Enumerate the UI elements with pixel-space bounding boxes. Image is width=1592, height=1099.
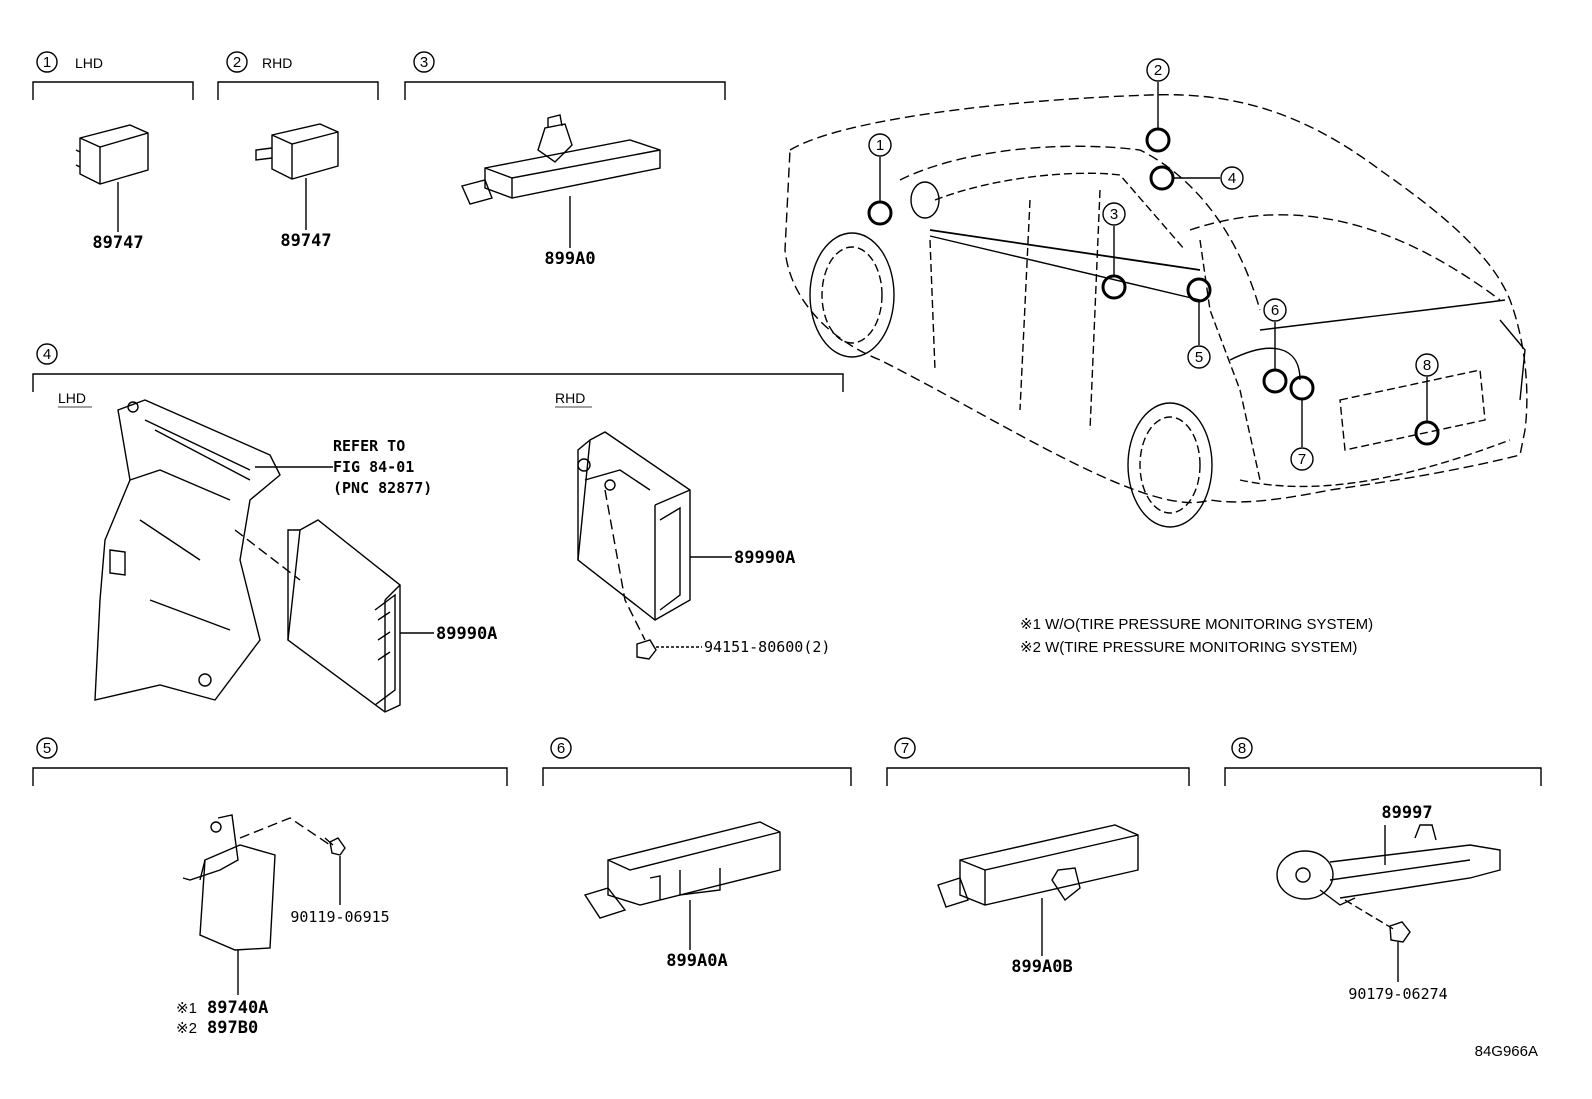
location-marker-2 <box>1145 127 1171 153</box>
car-callout-2: 2 <box>1154 62 1162 79</box>
callout-number-5: 5 <box>43 740 51 757</box>
part-number-897b0: 897B0 <box>207 1018 258 1038</box>
callout-circle-4 <box>36 343 58 365</box>
part-number-89747-rhd: 89747 <box>280 231 331 251</box>
part-mark-2: ※2 <box>176 1020 197 1037</box>
front-wheel <box>809 232 895 358</box>
group-8-bracket <box>1224 767 1542 786</box>
part-number-89747-lhd: 89747 <box>92 233 143 253</box>
ecu-89990a-rhd <box>577 431 691 621</box>
car-callout-7: 7 <box>1298 451 1306 468</box>
callout-circle-5 <box>36 737 58 759</box>
part-mark-1: ※1 <box>176 1000 197 1017</box>
nut-90179 <box>1389 921 1411 943</box>
note-2: ※2 W(TIRE PRESSURE MONITORING SYSTEM) <box>1020 639 1357 656</box>
callout-number-7: 7 <box>901 740 909 757</box>
nut-94151 <box>636 639 657 660</box>
antenna-899a0 <box>461 114 661 205</box>
group-1-bracket <box>32 81 194 100</box>
license-plate-area <box>1339 369 1486 451</box>
car-callout-3: 3 <box>1110 206 1118 223</box>
group-3-bracket <box>404 81 726 100</box>
part-number-899a0b: 899A0B <box>1011 957 1072 977</box>
group-4-lhd-label: LHD <box>58 390 86 406</box>
relay-89747-lhd <box>75 124 149 185</box>
side-mirror <box>910 181 940 219</box>
part-number-90119-06915: 90119-06915 <box>290 908 389 926</box>
tpms-receiver-89740a <box>182 814 276 951</box>
bracket-lhd <box>94 399 281 701</box>
group-4-bracket <box>32 373 844 392</box>
antenna-899a0b <box>937 824 1139 908</box>
group-1: 1 LHD 89747 <box>32 51 194 253</box>
car-callout-circle-8 <box>1415 353 1439 377</box>
part-number-89990a-lhd: 89990A <box>436 624 497 644</box>
callout-circle-1 <box>36 51 58 73</box>
group-6-bracket <box>542 767 852 786</box>
part-number-899a0: 899A0 <box>544 249 595 269</box>
group-6: 6 899A0A <box>542 737 852 971</box>
part-number-89997: 89997 <box>1381 803 1432 823</box>
group-8: 8 89997 90179-06274 <box>1224 737 1542 1003</box>
group-3: 3 899A0 <box>404 51 726 269</box>
car-callout-8: 8 <box>1423 357 1431 374</box>
vehicle-illustration: 1 2 3 4 5 6 7 8 <box>784 58 1528 528</box>
notes: ※1 W/O(TIRE PRESSURE MONITORING SYSTEM) … <box>1020 616 1373 656</box>
refer-to-line3: (PNC 82877) <box>333 479 432 497</box>
location-marker-4 <box>1149 165 1175 191</box>
car-callout-6: 6 <box>1271 302 1279 319</box>
callout-circle-2 <box>226 51 248 73</box>
antenna-899a0a <box>583 821 781 919</box>
car-callout-circle-4 <box>1220 166 1244 190</box>
group-7: 7 899A0B <box>886 737 1190 977</box>
location-marker-1 <box>867 200 893 226</box>
part-number-899a0a: 899A0A <box>666 951 727 971</box>
callout-number-1: 1 <box>43 54 51 71</box>
part-number-90179-06274: 90179-06274 <box>1348 985 1447 1003</box>
part-number-89990a-rhd: 89990A <box>734 548 795 568</box>
relay-89747-rhd <box>255 123 339 180</box>
group-2-side: RHD <box>262 55 292 71</box>
car-callout-4: 4 <box>1228 170 1236 187</box>
callout-circle-8 <box>1231 737 1253 759</box>
callout-number-4: 4 <box>43 346 51 363</box>
callout-number-6: 6 <box>557 740 565 757</box>
figure-code: 84G966A <box>1475 1043 1538 1060</box>
callout-number-3: 3 <box>420 54 428 71</box>
part-number-94151-80600: 94151-80600(2) <box>704 638 830 656</box>
callout-number-8: 8 <box>1238 740 1246 757</box>
callout-circle-7 <box>894 737 916 759</box>
refer-to-line1: REFER TO <box>333 437 405 455</box>
group-2: 2 RHD 89747 <box>217 51 379 251</box>
car-callout-circle-2 <box>1146 58 1170 82</box>
group-4: 4 LHD RHD REFER TO FIG 84-01 (PNC 82877) <box>32 343 844 713</box>
group-5: 5 90119-06915 ※1 89740A ※2 897B0 <box>32 737 508 1038</box>
rear-wheel <box>1127 402 1213 528</box>
car-callout-circle-7 <box>1290 447 1314 471</box>
group-4-rhd-label: RHD <box>555 390 585 406</box>
location-marker-7 <box>1289 375 1315 401</box>
group-7-bracket <box>886 767 1190 786</box>
group-5-bracket <box>32 767 508 786</box>
note-1: ※1 W/O(TIRE PRESSURE MONITORING SYSTEM) <box>1020 616 1373 633</box>
ecu-89990a-lhd <box>287 519 401 713</box>
car-callout-1: 1 <box>876 137 884 154</box>
callout-circle-6 <box>550 737 572 759</box>
car-callout-circle-6 <box>1263 298 1287 322</box>
group-2-bracket <box>217 81 379 100</box>
antenna-89997 <box>1276 824 1501 906</box>
callout-number-2: 2 <box>233 54 241 71</box>
car-callout-5: 5 <box>1195 349 1203 366</box>
screw-90119 <box>324 837 346 856</box>
part-number-89740a: 89740A <box>207 998 268 1018</box>
car-body-outline <box>784 93 1528 504</box>
car-callout-circle-5 <box>1187 345 1211 369</box>
refer-to-line2: FIG 84-01 <box>333 458 414 476</box>
car-callout-circle-3 <box>1102 202 1126 226</box>
callout-circle-3 <box>413 51 435 73</box>
group-1-side: LHD <box>75 55 103 71</box>
location-marker-6 <box>1262 368 1288 394</box>
car-callout-circle-1 <box>868 133 892 157</box>
